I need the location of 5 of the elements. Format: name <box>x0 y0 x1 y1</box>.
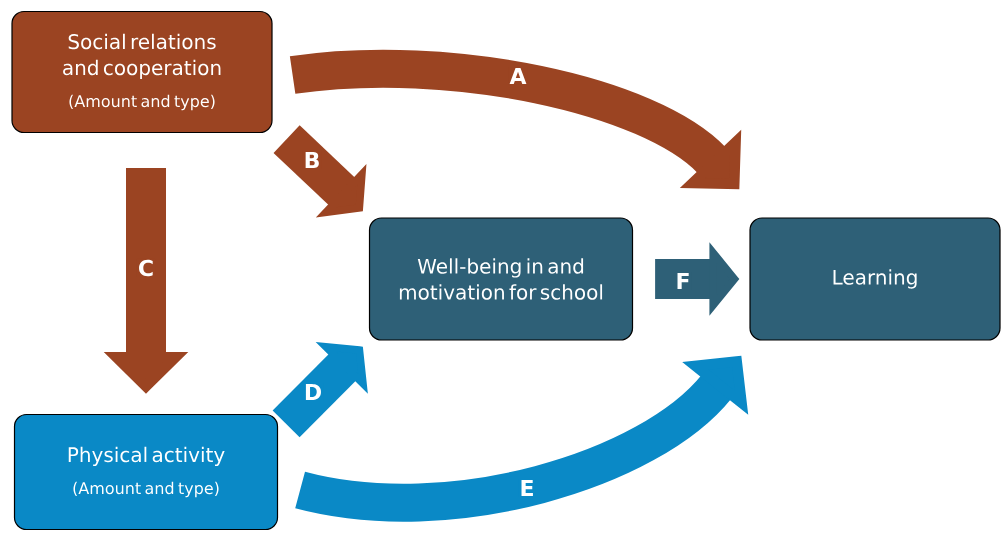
process-box: Well-being in and motivation for school <box>368 217 634 341</box>
arrow <box>290 49 742 190</box>
process-box: Physical activity (Amount and type) <box>13 413 279 531</box>
process-box: Learning <box>749 217 1001 341</box>
process-box: Social relations and cooperation (Amount and type) <box>11 10 273 134</box>
